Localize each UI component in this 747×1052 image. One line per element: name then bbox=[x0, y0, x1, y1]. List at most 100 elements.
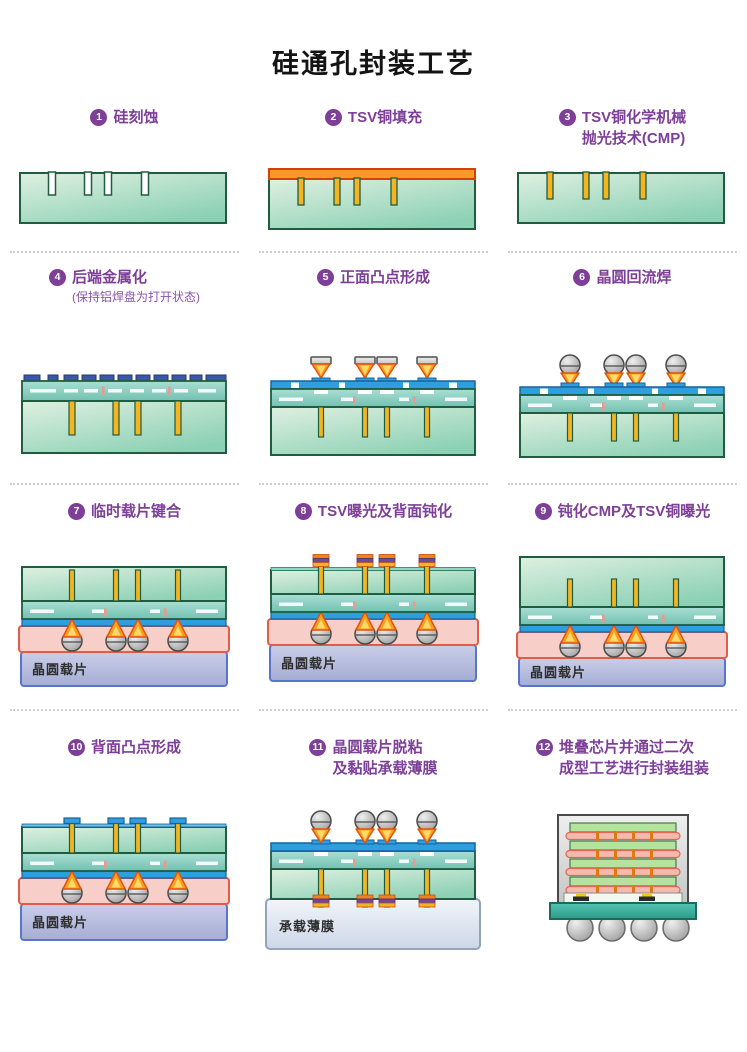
step-7-label: 7 临时载片键合 bbox=[10, 501, 239, 549]
step-4: 4 后端金属化 (保持铝焊盘为打开状态) bbox=[10, 267, 239, 485]
wafer-carrier-label: 晶圆载片 bbox=[32, 662, 88, 677]
exposed-copper-vias bbox=[566, 578, 680, 608]
diagram-step-1-silicon-etch bbox=[19, 171, 227, 224]
step-8: 8 TSV曝光及背面钝化 晶圆载片 bbox=[259, 501, 488, 711]
step-7-number-badge: 7 bbox=[67, 503, 85, 520]
step-4-number-badge: 4 bbox=[49, 269, 66, 286]
backside-passivation bbox=[21, 823, 227, 828]
step-7: 7 临时载片键合 晶圆载片 bbox=[10, 501, 239, 711]
open-pad-marks bbox=[102, 386, 171, 395]
step-9: 9 钝化CMP及TSV铜曝光 晶圆载片 bbox=[508, 501, 737, 711]
passivation-gaps bbox=[540, 388, 706, 394]
silicon-wafer bbox=[21, 400, 227, 454]
step-1: 1 硅刻蚀 bbox=[10, 107, 239, 253]
step-11-number-badge: 11 bbox=[309, 739, 327, 756]
diagram-step-2-copper-fill bbox=[268, 168, 476, 230]
copper-filled-vias bbox=[297, 177, 398, 206]
step-1-number-badge: 1 bbox=[90, 109, 108, 126]
step-5-title: 正面凸点形成 bbox=[339, 269, 430, 286]
exposed-vias bbox=[317, 565, 431, 595]
step-11-title-line1: 晶圆载片脱粘 bbox=[332, 739, 423, 756]
tsv-interconnects bbox=[596, 831, 653, 895]
diagram-step-12-stacked-package bbox=[549, 814, 697, 942]
step-7-title: 临时载片键合 bbox=[90, 503, 181, 520]
process-row-1: 1 硅刻蚀 2 TSV铜填充 bbox=[0, 107, 747, 253]
step-1-title: 硅刻蚀 bbox=[113, 109, 159, 126]
step-2-number-badge: 2 bbox=[324, 109, 342, 126]
silicon-wafer bbox=[519, 412, 725, 458]
diagram-step-10-backside-bumps: 晶圆载片 bbox=[18, 817, 230, 941]
passivation-blue-layer bbox=[519, 624, 725, 633]
step-6-number-badge: 6 bbox=[573, 269, 591, 286]
polished-vias bbox=[546, 171, 647, 200]
diagram-step-5-front-bumps bbox=[270, 356, 476, 456]
passivation-blue-layer bbox=[270, 380, 476, 390]
silicon-wafer bbox=[270, 868, 476, 900]
step-2-label: 2 TSV铜填充 bbox=[259, 107, 488, 157]
backside-passivation bbox=[270, 567, 476, 571]
diagram-step-4-metallization bbox=[21, 374, 227, 454]
etched-trenches bbox=[47, 171, 150, 196]
copper-vias bbox=[68, 400, 182, 436]
passivation-blue-layer bbox=[21, 618, 227, 627]
thinned-wafer bbox=[270, 569, 476, 595]
step-10-number-badge: 10 bbox=[67, 739, 85, 756]
process-row-2: 4 后端金属化 (保持铝焊盘为打开状态) 5 正面 bbox=[0, 267, 747, 485]
step-8-label: 8 TSV曝光及背面钝化 bbox=[259, 501, 488, 549]
step-12: 12 堆叠芯片并通过二次 成型工艺进行封装组装 bbox=[508, 737, 737, 957]
wafer-carrier-label: 晶圆载片 bbox=[281, 656, 337, 671]
step-6-label: 6 晶圆回流焊 bbox=[508, 267, 737, 349]
step-4-title: 后端金属化 bbox=[72, 269, 148, 286]
step-4-label: 4 后端金属化 (保持铝焊盘为打开状态) bbox=[10, 267, 239, 349]
step-9-label: 9 钝化CMP及TSV铜曝光 bbox=[508, 501, 737, 549]
ubm-raised-pads bbox=[560, 382, 686, 388]
diagram-step-9-passivation-cmp: 晶圆载片 bbox=[516, 556, 728, 687]
silicon-wafer bbox=[21, 566, 227, 602]
backside-bump-pads bbox=[63, 817, 187, 825]
step-3-number-badge: 3 bbox=[558, 109, 576, 126]
carrier-film-label: 承载薄膜 bbox=[279, 919, 335, 934]
step-11: 11 晶圆载片脱粘 及黏贴承载薄膜 承载薄膜 bbox=[259, 737, 488, 957]
passivation-blue-layer bbox=[519, 386, 725, 396]
passivation-blue-layer bbox=[21, 870, 227, 879]
step-8-number-badge: 8 bbox=[294, 503, 312, 520]
diagram-step-7-temp-bonding: 晶圆载片 bbox=[18, 566, 230, 687]
step-8-title: TSV曝光及背面钝化 bbox=[317, 503, 453, 520]
step-6-title: 晶圆回流焊 bbox=[596, 269, 672, 286]
step-2-title: TSV铜填充 bbox=[347, 109, 423, 126]
copper-vias bbox=[566, 412, 680, 442]
board-substrate bbox=[549, 902, 697, 920]
step-11-label: 11 晶圆载片脱粘 及黏贴承载薄膜 bbox=[259, 737, 488, 809]
wafer-carrier-label: 晶圆载片 bbox=[530, 665, 586, 680]
passivation-gaps bbox=[291, 382, 457, 388]
step-9-number-badge: 9 bbox=[534, 503, 552, 520]
copper-vias bbox=[317, 406, 431, 438]
step-10: 10 背面凸点形成 晶圆载片 bbox=[10, 737, 239, 957]
solder-balls bbox=[310, 810, 438, 832]
step-5: 5 正面凸点形成 bbox=[259, 267, 488, 485]
diagram-step-8-tsv-reveal: 晶圆载片 bbox=[267, 554, 479, 682]
silicon-wafer bbox=[519, 556, 725, 608]
thinned-wafer bbox=[21, 826, 227, 854]
step-12-title-line1: 堆叠芯片并通过二次 bbox=[558, 739, 694, 756]
silicon-wafer bbox=[270, 406, 476, 456]
step-3-title-line2: 抛光技术(CMP) bbox=[581, 130, 686, 147]
aluminum-pads bbox=[30, 389, 216, 393]
diagram-step-3-cmp bbox=[517, 171, 725, 224]
step-10-label: 10 背面凸点形成 bbox=[10, 737, 239, 809]
step-4-subtitle: (保持铝焊盘为打开状态) bbox=[72, 290, 200, 304]
step-6: 6 晶圆回流焊 bbox=[508, 267, 737, 485]
substrate-components bbox=[573, 894, 655, 901]
step-3: 3 TSV铜化学机械 抛光技术(CMP) bbox=[508, 107, 737, 253]
passivation-blue-layer bbox=[270, 611, 476, 620]
solder-balls bbox=[559, 354, 687, 376]
step-5-number-badge: 5 bbox=[316, 269, 334, 286]
solder-flames bbox=[311, 363, 437, 379]
copper-seed-layer bbox=[268, 168, 476, 180]
diagram-step-11-debond-film: 承载薄膜 bbox=[265, 810, 481, 950]
page-title: 硅通孔封装工艺 bbox=[272, 49, 475, 79]
copper-vias bbox=[68, 569, 182, 602]
step-9-title: 钝化CMP及TSV铜曝光 bbox=[557, 503, 711, 520]
step-1-label: 1 硅刻蚀 bbox=[10, 107, 239, 157]
step-5-label: 5 正面凸点形成 bbox=[259, 267, 488, 349]
